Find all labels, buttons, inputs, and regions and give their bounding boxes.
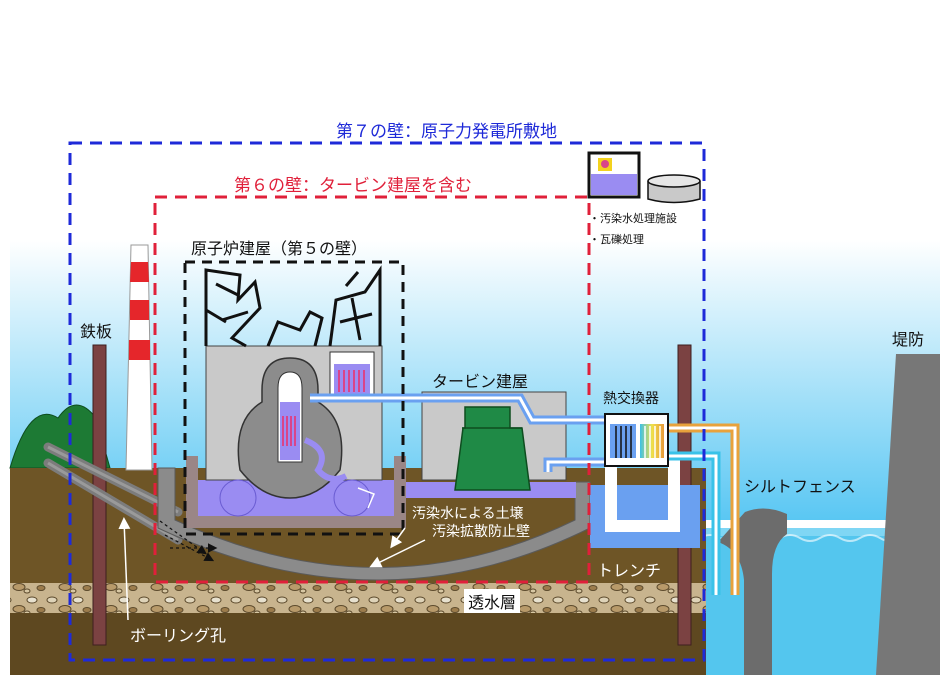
turbine-building [421, 391, 567, 491]
radiation-warning-icon [587, 151, 641, 199]
seepage-arrows [159, 520, 218, 562]
trench [590, 456, 700, 548]
turbine-building-label: タービン建屋 [432, 372, 529, 391]
debris-label: ・瓦礫処理 [589, 233, 644, 246]
water-facility-label: ・汚染水処理施設 [589, 212, 677, 225]
heat-exchanger-label: 熱交換器 [603, 391, 659, 407]
embankment-label: 堤防 [892, 330, 925, 349]
permeable-layer [10, 583, 706, 613]
wall7-boundary [68, 141, 706, 662]
wall5-boundary [183, 260, 405, 536]
diffusion-wall-label: 汚染拡散防止壁 [432, 524, 530, 540]
permeable-layer-label: 透水層 [464, 589, 521, 613]
diffusion-prevention-wall [157, 467, 591, 581]
boring-hole-label: ボーリング孔 [130, 626, 227, 645]
sea-surface [700, 528, 940, 536]
wall6-boundary [153, 195, 591, 584]
wall6-label: 第６の壁：タービン建屋を含む [234, 176, 472, 196]
heat-exchanger [604, 413, 669, 467]
contaminated-soil-label: 汚染水による土壌 [412, 506, 524, 522]
chimney [125, 244, 153, 471]
wall7-label: 第７の壁：原子力発電所敷地 [336, 122, 557, 142]
pipes [310, 393, 740, 595]
storage-tank-icon [647, 174, 701, 204]
reactor-building-label: 原子炉建屋（第５の壁） [191, 239, 368, 258]
steel-plate-label: 鉄板 [80, 322, 113, 341]
leader-lines [118, 517, 426, 621]
reactor-building [204, 265, 383, 517]
silt-fence-label: シルトフェンス [744, 477, 856, 496]
trench-label: トレンチ [597, 561, 662, 580]
hill [9, 404, 111, 469]
embankment [876, 354, 940, 675]
